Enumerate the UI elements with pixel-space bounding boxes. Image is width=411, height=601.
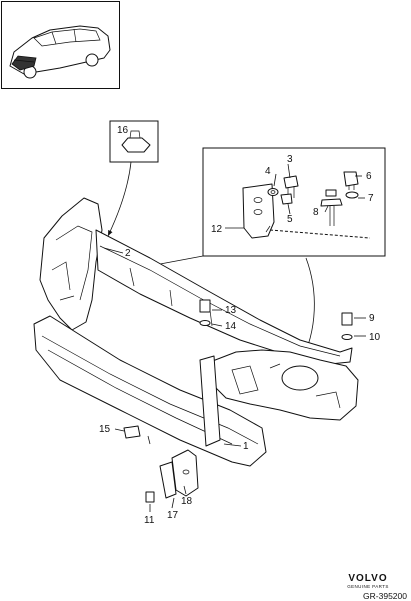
callout-9: 9: [369, 313, 375, 324]
callout-16: 16: [117, 125, 129, 136]
callout-2: 2: [125, 248, 131, 259]
diagram-reference: GR-395200: [363, 591, 407, 601]
bracket-18: [159, 449, 199, 499]
callout-10: 10: [369, 332, 381, 343]
clip-inset-box: [109, 120, 159, 163]
callout-5: 5: [287, 214, 293, 225]
callout-7: 7: [368, 193, 374, 204]
callout-13: 13: [225, 305, 237, 316]
callout-14: 14: [225, 321, 237, 332]
callout-4: 4: [265, 166, 271, 177]
vehicle-thumbnail: [1, 1, 120, 89]
callout-8: 8: [313, 207, 319, 218]
radiator-support-frame: [33, 197, 359, 467]
fastener-13-14: [199, 299, 211, 326]
bolt-11: [145, 491, 155, 503]
detail-inset-box: [202, 147, 386, 257]
callout-11: 11: [144, 515, 155, 526]
clip-15: [123, 425, 141, 439]
callout-12: 12: [211, 224, 223, 235]
callout-17: 17: [167, 510, 179, 521]
callout-3: 3: [287, 154, 293, 165]
callout-18: 18: [181, 496, 193, 507]
brand-subtitle: GENUINE PARTS: [347, 584, 389, 589]
callout-6: 6: [366, 171, 372, 182]
brand-logo: VOLVO: [348, 573, 387, 584]
fastener-9-10: [341, 312, 353, 340]
callout-1: 1: [243, 441, 249, 452]
callout-15: 15: [99, 424, 111, 435]
